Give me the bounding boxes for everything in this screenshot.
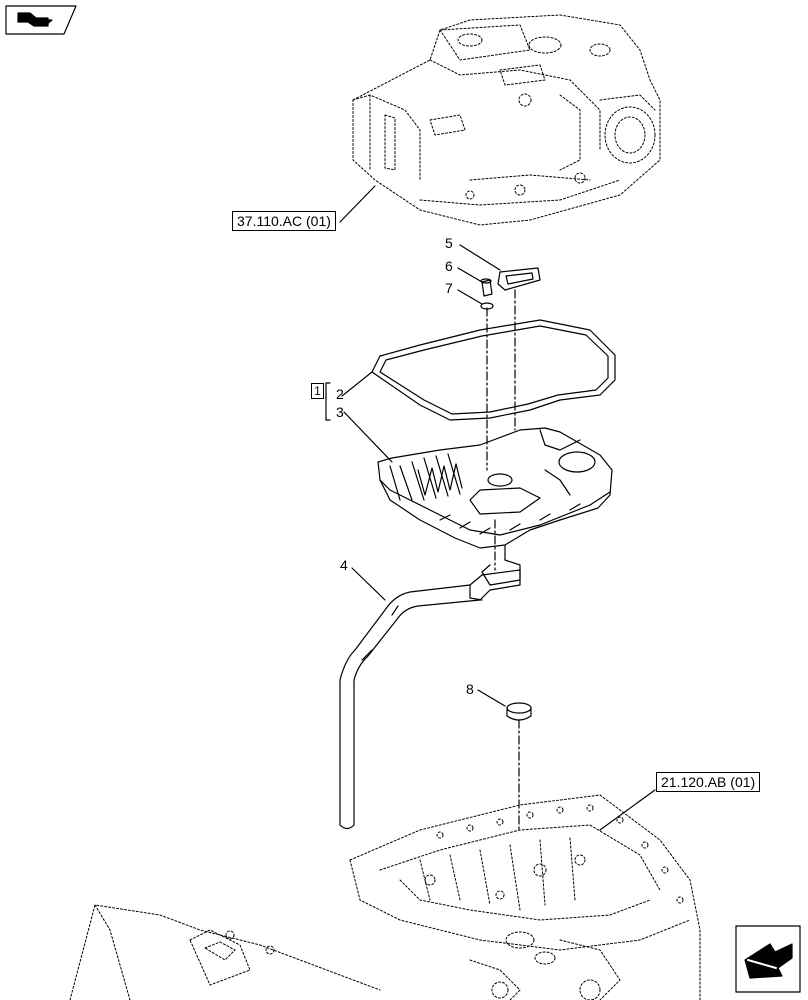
callout-5: 5 bbox=[445, 235, 453, 251]
kit-bracket bbox=[325, 382, 331, 421]
leader-3 bbox=[343, 411, 393, 463]
kit-label-box: 1 bbox=[311, 383, 324, 399]
lower-housing-phantom bbox=[69, 794, 701, 1000]
callout-2: 2 bbox=[336, 386, 344, 402]
callout-4: 4 bbox=[340, 557, 348, 573]
callout-8: 8 bbox=[466, 681, 474, 697]
part-4-breather-tube bbox=[339, 569, 521, 830]
callout-6: 6 bbox=[445, 258, 453, 274]
leader-4 bbox=[351, 567, 386, 601]
leader-5 bbox=[459, 244, 501, 271]
upper-housing-phantom bbox=[352, 14, 661, 226]
previous-page-arrow-icon[interactable] bbox=[735, 925, 801, 993]
part-3-oil-pan bbox=[377, 427, 613, 586]
leader-2 bbox=[341, 371, 373, 397]
leader-7 bbox=[457, 289, 483, 305]
leader-6 bbox=[457, 267, 483, 283]
part-6-screw bbox=[480, 278, 493, 297]
leader-8 bbox=[477, 689, 506, 707]
callout-3: 3 bbox=[336, 404, 344, 420]
lower-ref-leader bbox=[599, 789, 656, 831]
part-8-plug bbox=[506, 702, 532, 721]
upper-reference-link[interactable]: 37.110.AC (01) bbox=[232, 211, 336, 231]
part-2-gasket bbox=[371, 319, 616, 421]
callout-7: 7 bbox=[445, 280, 453, 296]
upper-ref-leader bbox=[339, 185, 376, 223]
lower-reference-link[interactable]: 21.120.AB (01) bbox=[656, 772, 761, 792]
part-5-seal bbox=[497, 267, 541, 291]
book-page-icon[interactable] bbox=[5, 5, 77, 35]
